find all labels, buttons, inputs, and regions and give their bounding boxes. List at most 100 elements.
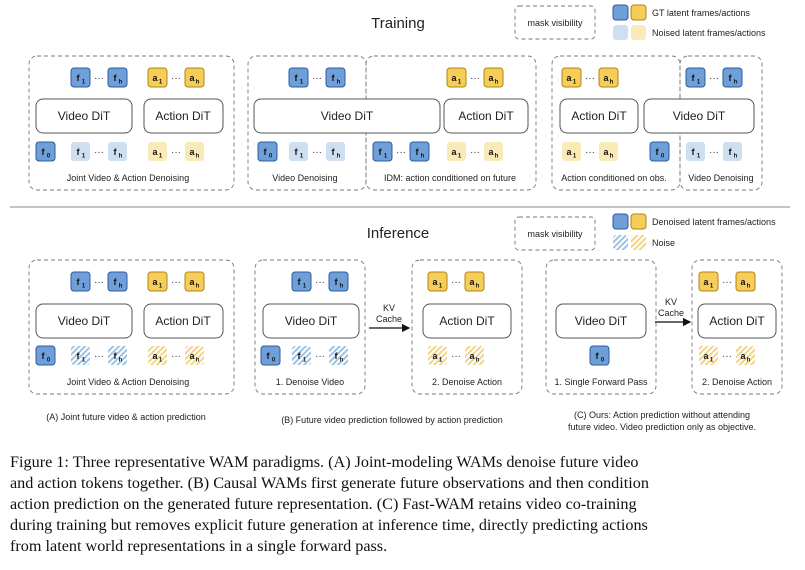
ellipsis: ··· [171,73,181,84]
svg-text:a: a [152,73,158,83]
svg-text:h: h [747,358,751,364]
figure-caption-line: Figure 1: Three representative WAM parad… [10,453,638,471]
svg-text:f: f [267,351,271,361]
ellipsis: ··· [585,147,595,158]
svg-text:a: a [152,277,158,287]
video-dit-box [35,98,133,134]
svg-text:f: f [77,277,81,287]
svg-text:1: 1 [710,284,714,290]
joint-denoising-label: Joint Video & Action Denoising [67,173,189,183]
svg-text:f: f [298,351,302,361]
svg-text:h: h [734,80,738,86]
kv-cache-label: KV [383,303,395,313]
svg-text:h: h [196,80,200,86]
ellipsis: ··· [315,351,325,362]
action-dit-box [422,303,512,339]
svg-text:h: h [337,154,341,160]
svg-text:a: a [189,73,195,83]
svg-text:1: 1 [82,80,86,86]
svg-text:1: 1 [300,154,304,160]
svg-text:f: f [42,147,46,157]
svg-text:0: 0 [272,358,276,364]
action-dit-box [143,303,224,339]
svg-text:h: h [734,154,738,160]
svg-text:f: f [335,277,339,287]
svg-text:a: a [740,351,746,361]
svg-text:1: 1 [573,80,577,86]
video-denoising-label: Video Denoising [272,173,337,183]
ellipsis: ··· [94,73,104,84]
svg-text:1: 1 [384,154,388,160]
svg-text:h: h [119,80,123,86]
svg-text:f: f [298,277,302,287]
action-dit-label: Action DiT [458,109,514,123]
svg-text:f: f [77,73,81,83]
svg-text:f: f [114,147,118,157]
noised-legend-swatch [613,25,646,40]
action-dit-box [143,98,224,134]
video-dit-label: Video DiT [575,314,628,328]
noise-legend-swatch [613,235,646,250]
video-dit-label: Video DiT [673,109,726,123]
video-dit-label: Video DiT [321,109,374,123]
svg-text:h: h [495,154,499,160]
svg-text:h: h [196,154,200,160]
kv-cache-label: KV [665,297,677,307]
ellipsis: ··· [722,277,732,288]
svg-text:0: 0 [601,358,605,364]
svg-text:a: a [451,73,457,83]
svg-text:h: h [119,358,123,364]
svg-text:f: f [416,147,420,157]
action-dit-label: Action DiT [709,314,765,328]
svg-text:0: 0 [47,154,51,160]
svg-text:f: f [656,147,660,157]
svg-text:1: 1 [458,154,462,160]
svg-text:a: a [566,147,572,157]
action-dit-box [697,303,777,339]
ellipsis: ··· [312,147,322,158]
svg-text:1: 1 [303,284,307,290]
caption-c-line1: (C) Ours: Action prediction without atte… [574,410,750,420]
mask-visibility-legend-box [514,216,596,251]
svg-text:h: h [421,154,425,160]
svg-text:a: a [152,147,158,157]
svg-text:h: h [337,80,341,86]
denoised-legend-label: Denoised latent frames/actions [652,217,776,227]
action-dit-label: Action DiT [571,109,627,123]
svg-text:a: a [469,277,475,287]
svg-text:a: a [566,73,572,83]
svg-text:a: a [603,73,609,83]
denoise-video-label: 1. Denoise Video [276,377,344,387]
action-cond-obs-label: Action conditioned on obs. [561,173,667,183]
svg-text:h: h [495,80,499,86]
svg-text:0: 0 [47,358,51,364]
video-denoising-label: Video Denoising [688,173,753,183]
ellipsis: ··· [396,147,406,158]
svg-text:f: f [264,147,268,157]
